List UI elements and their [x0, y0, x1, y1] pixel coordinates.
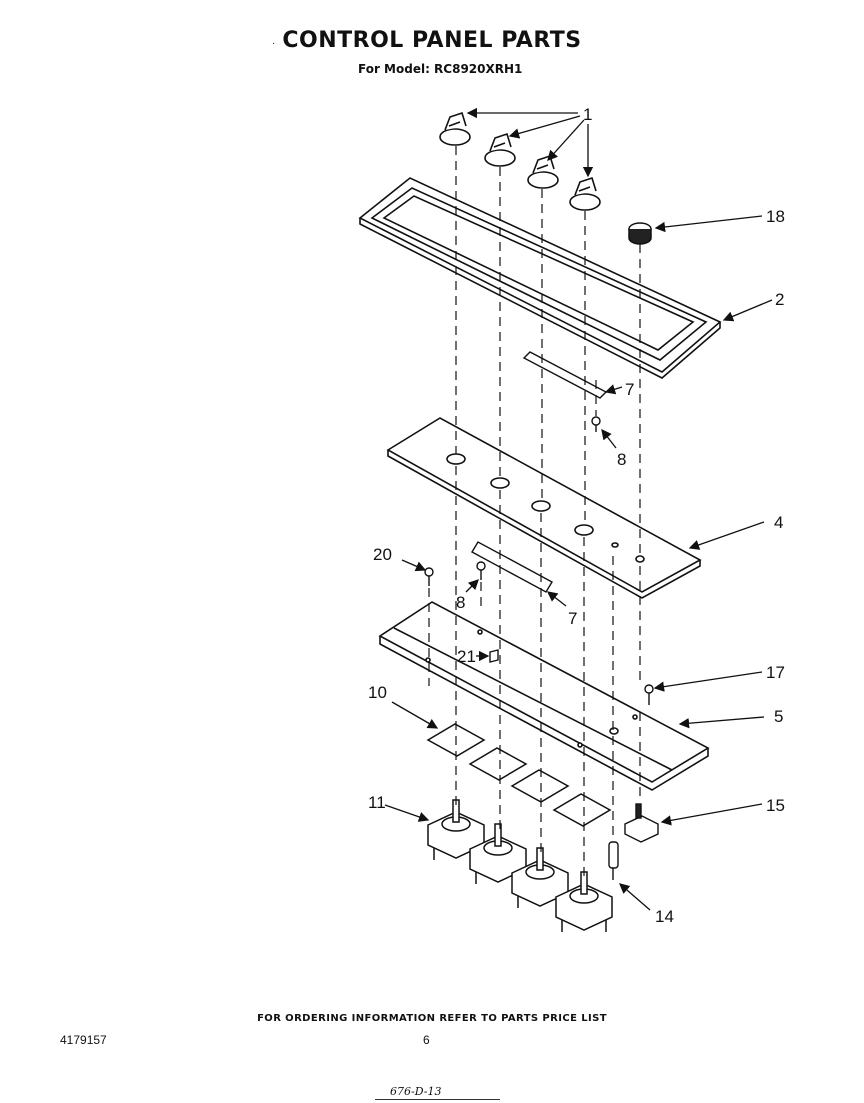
callout-labels: 1 18 2 7 8 4 20 8 7 21 17 10 5 11 15 14 — [368, 105, 785, 926]
rotary-switches — [427, 799, 613, 932]
callout-15: 15 — [766, 796, 785, 815]
switch-4-icon — [555, 871, 613, 932]
callout-21: 21 — [457, 647, 476, 666]
page-number: 6 — [423, 1033, 430, 1047]
callout-17: 17 — [766, 663, 785, 682]
insulator-pads — [426, 723, 612, 827]
callout-8a: 8 — [617, 450, 626, 469]
knob-3-icon — [527, 154, 559, 189]
callout-7b: 7 — [568, 609, 577, 628]
document-number: 4179157 — [60, 1033, 107, 1047]
callout-14: 14 — [655, 907, 674, 926]
leader-lines — [384, 107, 773, 911]
handwritten-code: 676-D-13 — [390, 1085, 442, 1098]
exploded-parts-diagram: 1 18 2 7 8 4 20 8 7 21 17 10 5 11 15 14 — [358, 105, 785, 932]
page-title: CONTROL PANEL PARTS — [282, 28, 582, 53]
screw-20-icon — [424, 567, 434, 586]
knob-1-icon — [439, 111, 471, 146]
handwritten-underline — [375, 1099, 500, 1100]
control-panel-frame — [358, 177, 722, 379]
model-subtitle: For Model: RC8920XRH1 — [358, 62, 523, 76]
screw-8b-icon — [476, 561, 486, 580]
stray-mark: · — [272, 38, 276, 49]
knob-18-icon — [628, 222, 652, 245]
switch-3-icon — [511, 847, 569, 908]
assembly-guide-lines — [428, 146, 641, 882]
knob-group — [439, 111, 601, 211]
callout-10: 10 — [368, 683, 387, 702]
screw-17-icon — [644, 684, 654, 705]
knob-4-icon — [569, 176, 601, 211]
callout-2: 2 — [775, 290, 784, 309]
support-strip-7b — [471, 541, 553, 593]
callout-4: 4 — [774, 513, 783, 532]
callout-18: 18 — [766, 207, 785, 226]
knob-2-icon — [484, 132, 516, 167]
support-strip-7a — [522, 351, 608, 399]
clip-21-icon — [489, 649, 499, 663]
callout-5: 5 — [774, 707, 783, 726]
callout-7a: 7 — [625, 380, 634, 399]
screw-8a-icon — [591, 416, 601, 432]
circuit-board-panel — [386, 417, 702, 599]
callout-8b: 8 — [456, 593, 465, 612]
ordering-note: FOR ORDERING INFORMATION REFER TO PARTS … — [257, 1013, 607, 1024]
mounting-bracket — [378, 601, 710, 791]
switch-15-icon — [624, 803, 659, 843]
lamp-14-icon — [608, 841, 619, 880]
callout-11: 11 — [368, 793, 386, 812]
callout-1: 1 — [583, 105, 592, 124]
callout-20: 20 — [373, 545, 392, 564]
